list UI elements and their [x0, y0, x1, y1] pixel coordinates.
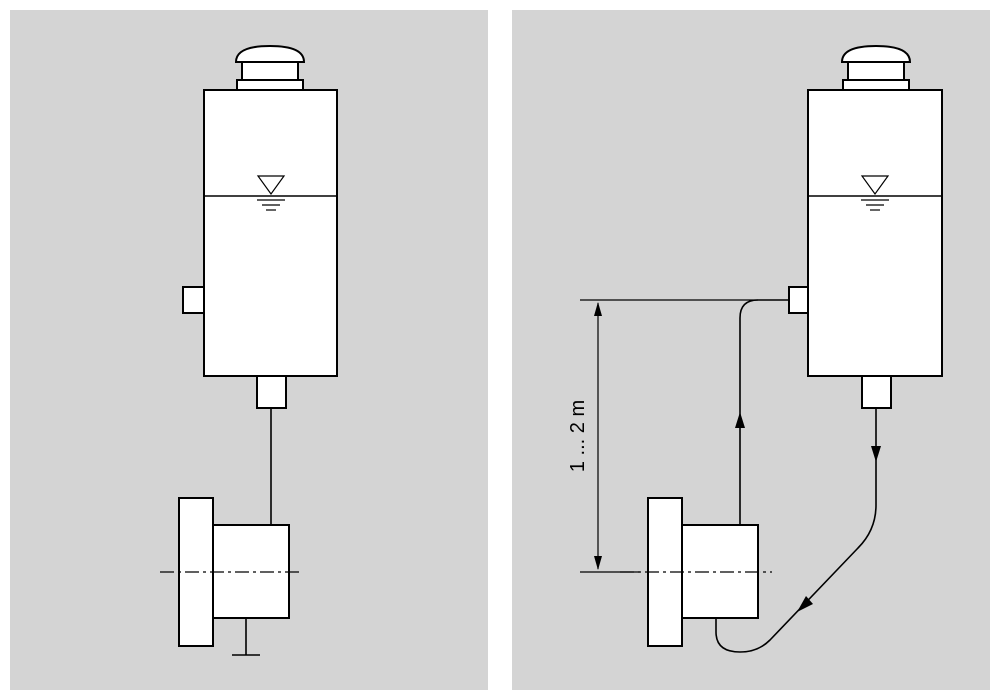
feed-line-right	[715, 408, 877, 653]
return-line	[739, 299, 789, 525]
dimension-label: 1 ... 2 m	[567, 400, 589, 472]
left-diagram	[160, 44, 338, 656]
down-arrow	[871, 446, 881, 462]
drain-symbol-left	[232, 618, 260, 656]
dimension-arrow-top	[594, 302, 602, 316]
bottom-outlet-right	[861, 375, 892, 409]
level-symbol-left	[256, 175, 286, 211]
diagonal-arrow	[797, 596, 813, 612]
bottom-outlet-left	[256, 375, 287, 409]
dimension-arrow-bottom	[594, 556, 602, 570]
reservoir-body-right	[807, 89, 943, 377]
side-port-right	[788, 286, 809, 314]
side-port-left	[182, 286, 205, 314]
reservoir-body-left	[203, 89, 338, 377]
reservoir-cap-right	[840, 44, 912, 91]
level-symbol-right	[860, 175, 890, 211]
right-diagram: 1 ... 2 m	[567, 44, 943, 653]
cylinder-left	[212, 524, 290, 619]
reservoir-cap-left	[234, 44, 306, 91]
up-arrow	[735, 412, 745, 428]
